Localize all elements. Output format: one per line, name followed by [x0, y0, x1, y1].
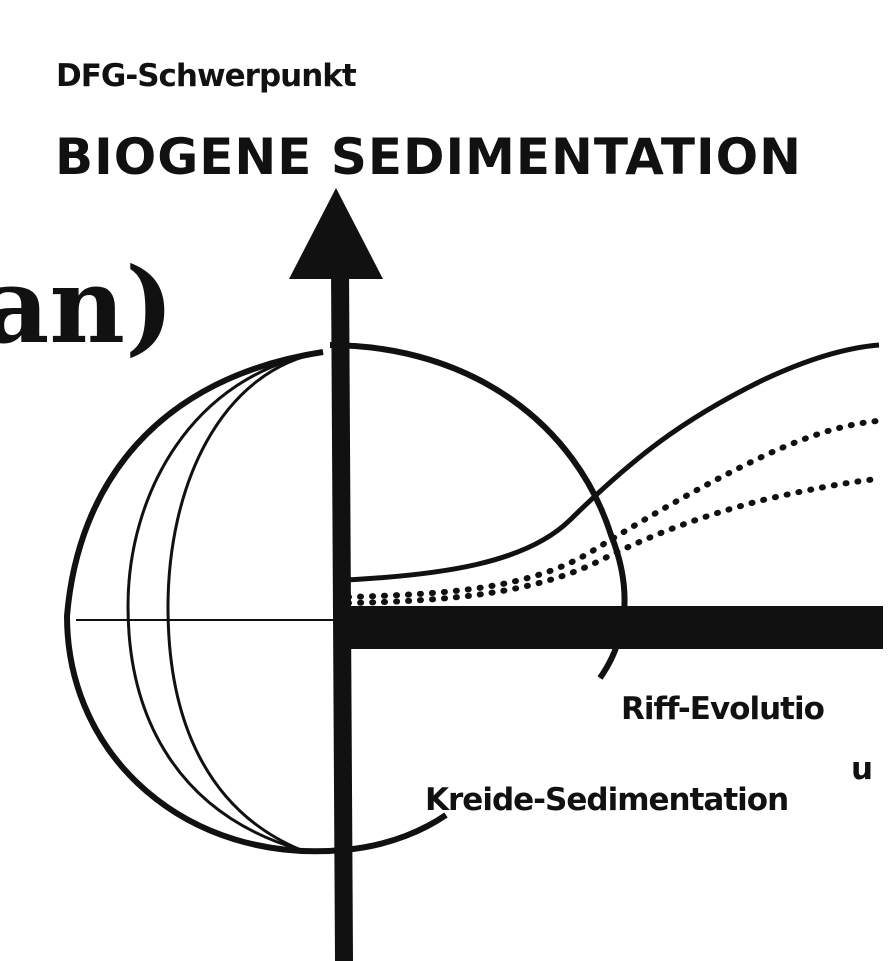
- diagram-title: BIOGENE SEDIMENTATION: [55, 128, 802, 186]
- cropped-title-fragment: an): [0, 244, 174, 367]
- globe-meridian-outer: [126, 350, 324, 852]
- solid-curve: [345, 342, 880, 583]
- horizontal-evolution-bar: [343, 606, 883, 649]
- dotted-curve-lower: [345, 476, 880, 606]
- dotted-curve-upper: [345, 418, 880, 600]
- program-label: DFG-Schwerpunkt: [56, 58, 357, 94]
- globe-left-outline: [63, 349, 448, 855]
- vertical-axis: [331, 267, 353, 961]
- axis-arrow-head: [289, 188, 383, 279]
- riff-evolution-label: Riff-Evolutio: [621, 691, 824, 727]
- globe-meridian-inner: [166, 350, 324, 852]
- and-fragment-label: u: [851, 751, 872, 787]
- kreide-sedimentation-label: Kreide-Sedimentation: [425, 782, 788, 818]
